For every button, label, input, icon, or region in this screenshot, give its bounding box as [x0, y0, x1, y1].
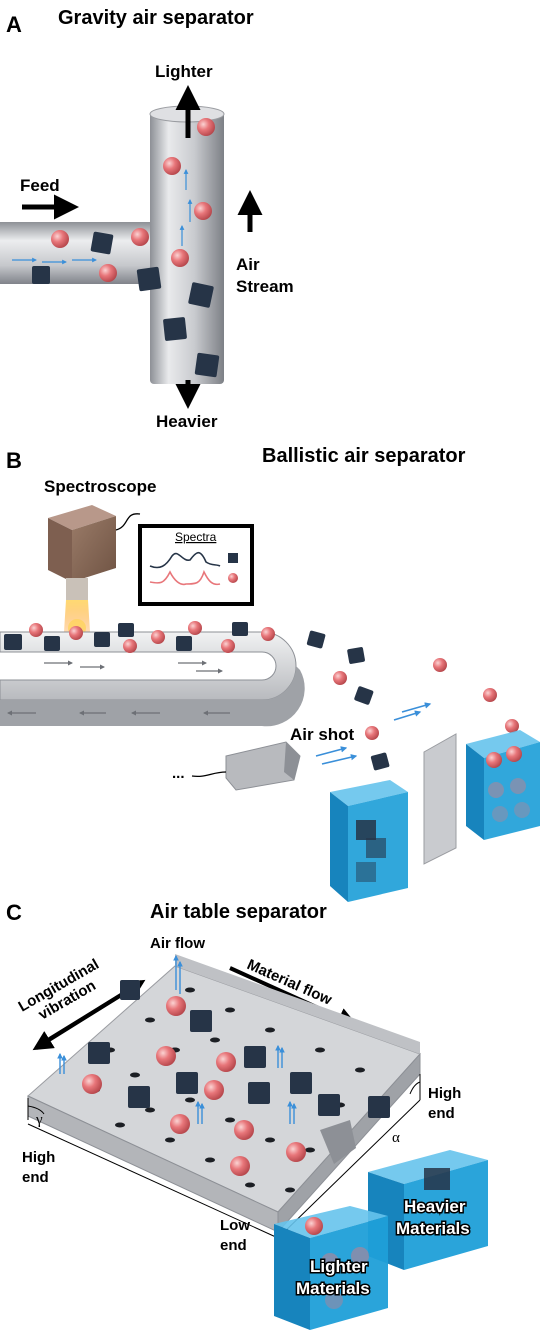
heavier-materials-label-2: Materials: [396, 1219, 470, 1238]
panel-c-particles: [82, 980, 390, 1176]
panel-c: C Air table separator Air flow Longitudi…: [6, 900, 488, 1330]
low-end-2: end: [220, 1237, 247, 1254]
spectra-monitor: Spectra: [138, 524, 254, 606]
alpha-angle-mark: [409, 1074, 421, 1100]
air-flow-label: Air flow: [150, 935, 205, 952]
panel-b-title: Ballistic air separator: [262, 445, 466, 467]
air-shot-label: Air shot: [290, 725, 355, 744]
light-particle: [194, 202, 212, 220]
air-streamlines: [12, 169, 193, 265]
panel-a: A Gravity air separator Lighter Feed Air…: [0, 7, 294, 431]
heavy-particle: [90, 231, 114, 255]
light-particle: [163, 157, 181, 175]
spectroscope-label: Spectroscope: [44, 477, 156, 496]
light-particle: [51, 230, 69, 248]
spectrum-heavy-line: [149, 551, 221, 569]
lighter-materials-label-2: Materials: [296, 1279, 370, 1298]
panel-c-letter: C: [6, 900, 22, 925]
feed-label: Feed: [20, 176, 60, 195]
panel-a-particles: [32, 118, 220, 378]
light-particle: [131, 228, 149, 246]
lighter-materials-bin: Lighter Materials: [274, 1206, 388, 1330]
heavy-particle: [188, 282, 214, 308]
air-nozzle: ...: [172, 741, 301, 791]
air-flow-arrows: [57, 954, 297, 1124]
heavy-particle: [163, 317, 187, 341]
spectra-label: Spectra: [175, 530, 217, 544]
spectroscope-cable: [115, 513, 141, 531]
light-particle: [99, 264, 117, 282]
panel-b: B Ballistic air separator Spectroscope S…: [0, 445, 540, 902]
alpha-symbol: α: [392, 1130, 400, 1146]
legend-cube-icon: [228, 553, 238, 563]
splitter-plate: [423, 733, 457, 865]
light-bin: [466, 730, 540, 840]
belt-direction-arrows: [6, 660, 230, 716]
gamma-symbol: γ: [35, 1112, 43, 1128]
heavy-bin: [330, 780, 408, 902]
high-end-right-2: end: [428, 1105, 455, 1122]
deflector: [320, 1120, 356, 1164]
baseline-left: [27, 1123, 279, 1239]
air-stream-label-2: Stream: [236, 277, 294, 296]
panel-b-belt-particles: [4, 621, 275, 653]
heavy-particle: [136, 266, 162, 292]
panel-c-title: Air table separator: [150, 901, 327, 923]
high-end-left-1: High: [22, 1149, 55, 1166]
high-end-left-2: end: [22, 1169, 49, 1186]
baseline-right: [277, 1099, 421, 1239]
light-particle: [171, 249, 189, 267]
nozzle-hose: [191, 771, 227, 778]
heavier-materials-label-1: Heavier: [404, 1197, 466, 1216]
hose-ellipsis: ...: [172, 765, 185, 782]
heavy-particle: [194, 352, 220, 378]
gamma-angle-mark: [27, 1098, 45, 1120]
air-stream-label-1: Air: [236, 255, 260, 274]
lighter-materials-label-1: Lighter: [310, 1257, 368, 1276]
legend-sphere-icon: [228, 573, 238, 583]
panel-b-letter: B: [6, 448, 22, 473]
high-end-right-1: High: [428, 1085, 461, 1102]
panel-a-title: Gravity air separator: [58, 7, 254, 29]
heavy-particle: [32, 266, 50, 284]
panel-a-letter: A: [6, 12, 22, 37]
light-particle: [197, 118, 215, 136]
air-shot-arrows: [315, 702, 432, 765]
spectrum-light-line: [149, 569, 221, 586]
separation-column: [150, 112, 224, 384]
panel-b-flying-particles: [306, 630, 519, 771]
lighter-label: Lighter: [155, 62, 213, 81]
heavier-label: Heavier: [156, 412, 218, 431]
spectroscope: [48, 505, 141, 637]
low-end-1: Low: [220, 1217, 250, 1234]
